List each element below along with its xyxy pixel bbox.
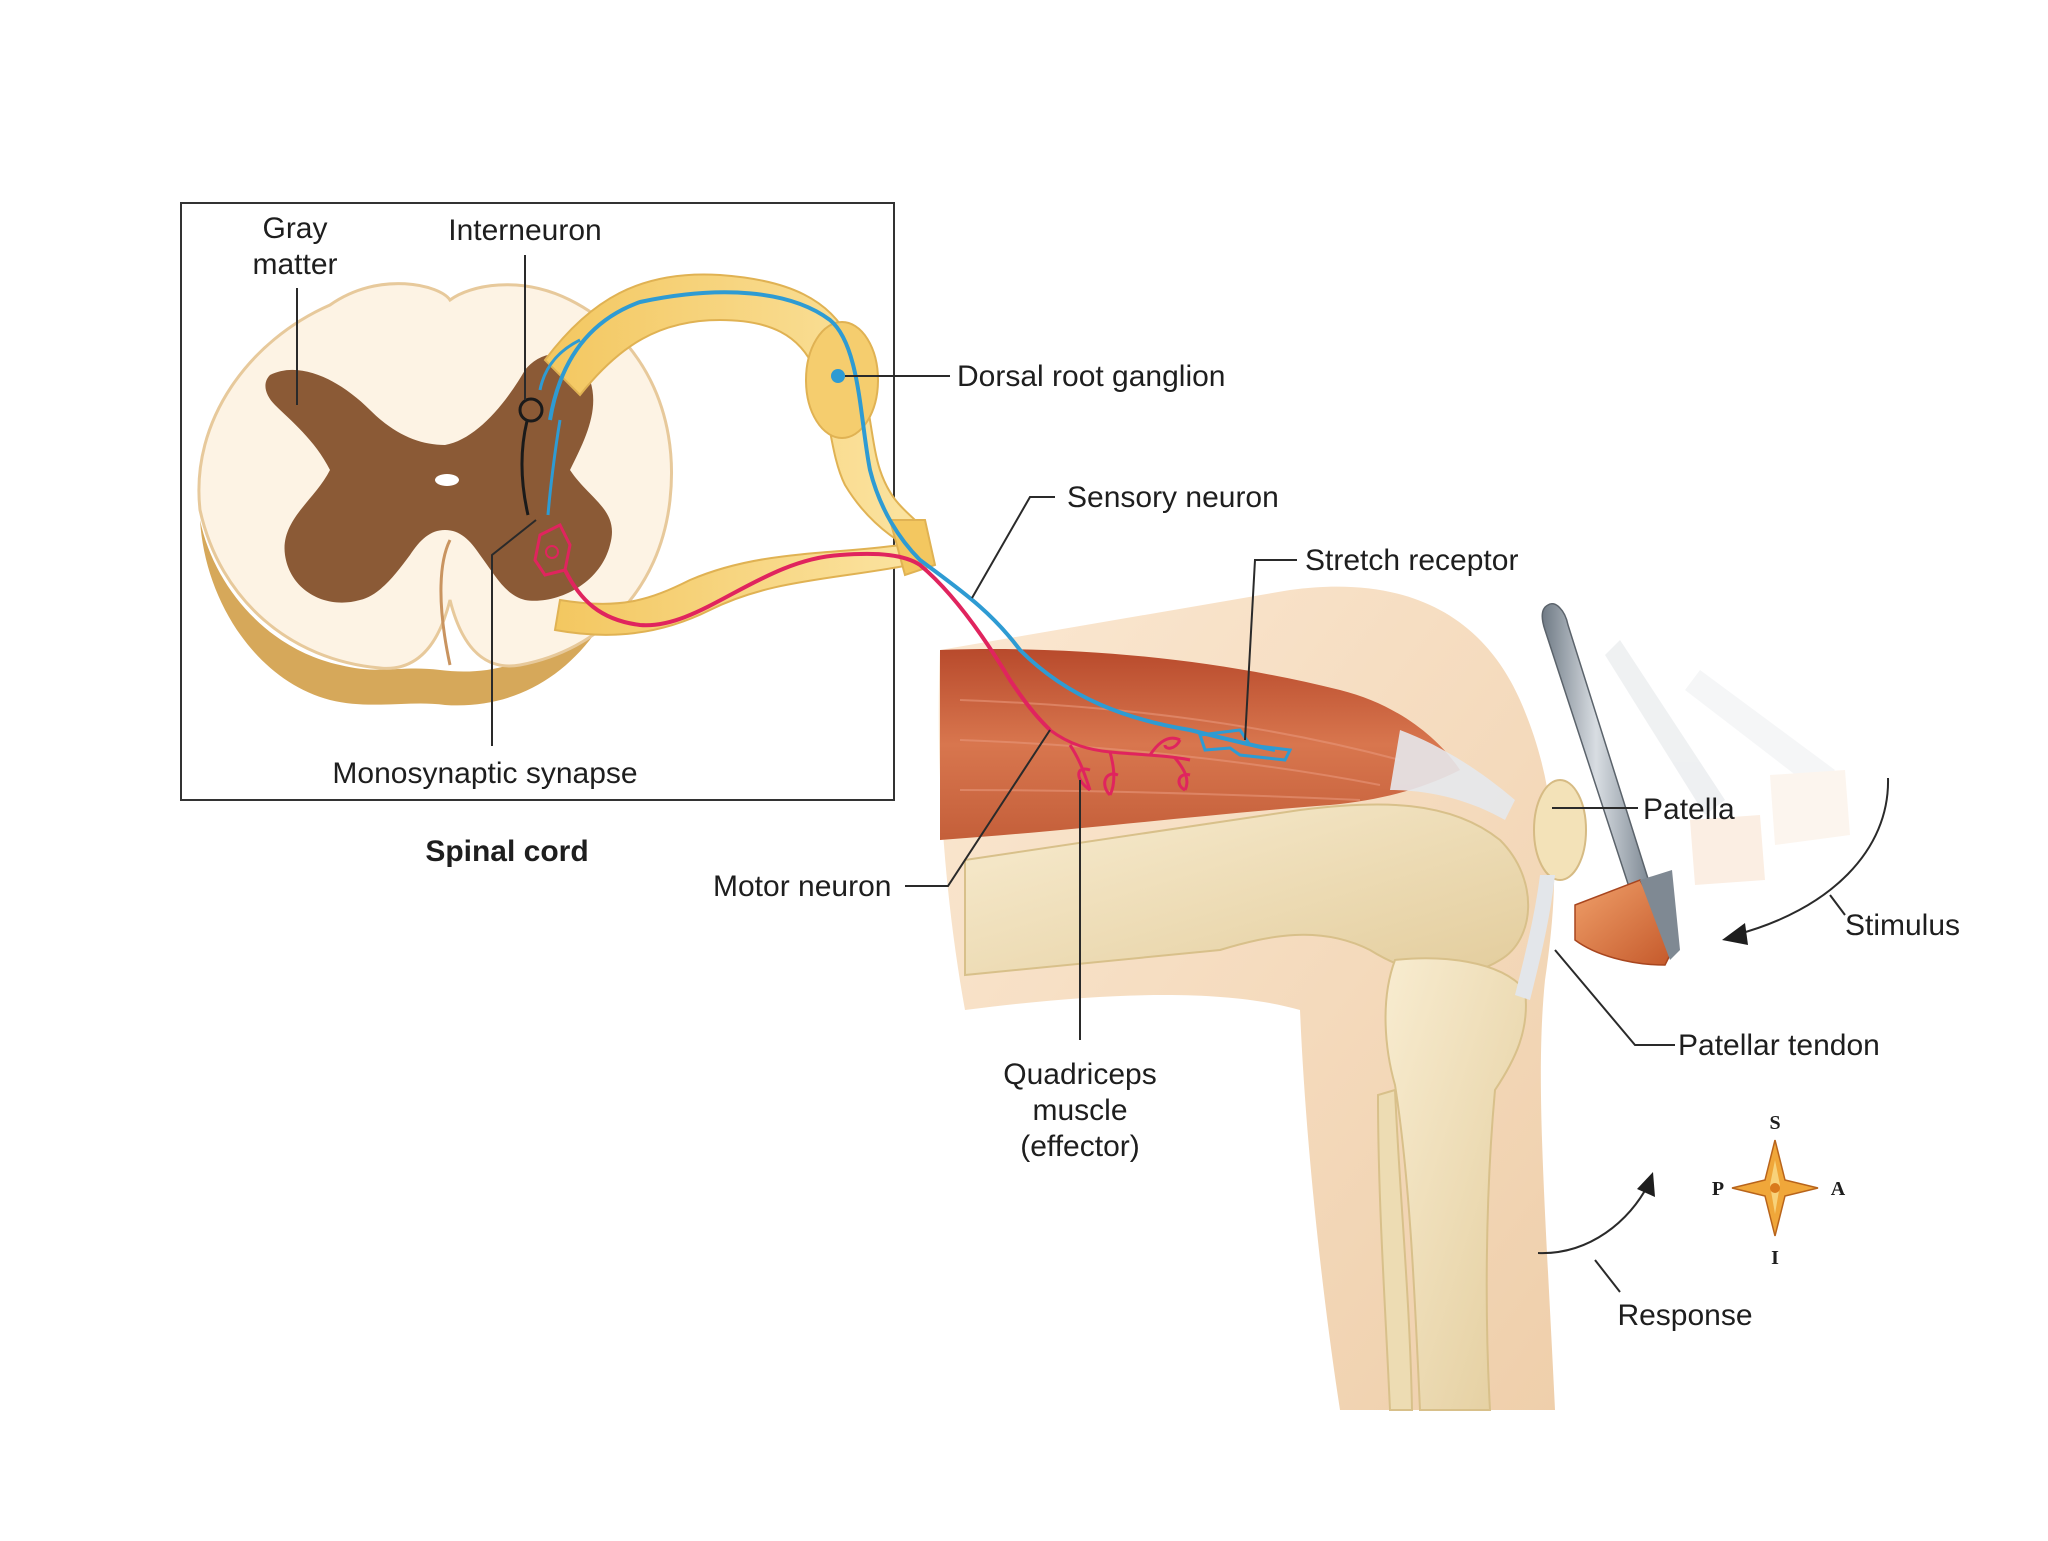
compass-rose: S I P A [1712,1112,1846,1269]
quadriceps-label-line1: Quadriceps [1003,1058,1156,1091]
patella-bone [1534,780,1586,880]
response-label: Response [1617,1299,1752,1332]
monosynaptic-synapse-label: Monosynaptic synapse [332,757,637,790]
response-arrow [1538,1185,1648,1253]
stimulus-leader [1830,895,1845,915]
dorsal-root-ganglion-cell-body [831,369,845,383]
interneuron-label: Interneuron [448,214,601,247]
response-leader [1595,1260,1620,1292]
spinal-cord-label: Spinal cord [425,835,588,868]
stimulus-arrowhead [1722,923,1748,945]
stretch-receptor-label: Stretch receptor [1305,544,1518,577]
compass-posterior: P [1712,1178,1724,1200]
response-arrowhead [1637,1172,1655,1197]
compass-superior: S [1769,1112,1780,1134]
compass-anterior: A [1831,1178,1846,1200]
gray-matter-label-line1: Gray [262,212,327,245]
dorsal-root-ganglion-label: Dorsal root ganglion [957,360,1226,393]
quadriceps-label-line2: muscle [1032,1094,1127,1127]
sensory-neuron-leader [972,497,1055,598]
compass-inferior: I [1771,1247,1779,1269]
gray-matter-label-line2: matter [252,248,337,281]
stimulus-label: Stimulus [1845,909,1960,942]
motor-neuron-label: Motor neuron [713,870,891,903]
leg-illustration [939,587,1586,1410]
patella-label: Patella [1643,793,1735,826]
patellar-tendon-label: Patellar tendon [1678,1029,1880,1062]
reflex-hammer [1542,604,1850,965]
sensory-neuron-label: Sensory neuron [1067,481,1279,514]
central-canal [435,474,459,486]
quadriceps-label-line3: (effector) [1020,1130,1140,1163]
